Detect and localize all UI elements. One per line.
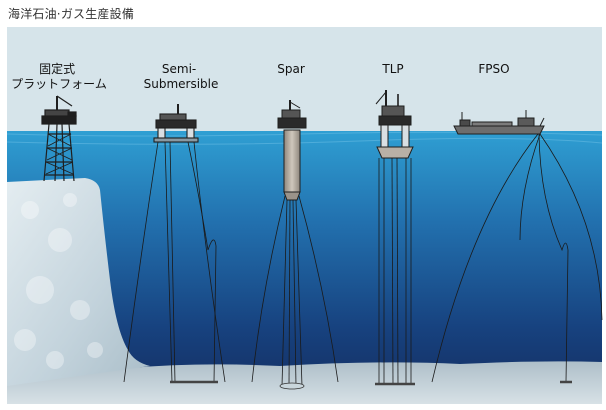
seabed [7,361,602,404]
continental-shelf-cliff [7,178,150,386]
cliff-texture [14,193,103,369]
label-fixed-platform: 固定式 プラットフォーム [11,61,107,91]
tlp [375,90,414,159]
label-semi-submersible: Semi- Submersible [144,62,219,91]
label-tlp: TLP [381,62,403,76]
label-spar: Spar [277,62,305,76]
semi-mooring-lines [123,141,226,384]
fpso-mooring-lines [431,133,603,384]
semi-submersible [153,104,199,143]
page-title: 海洋石油·ガス生産設備 [8,7,135,21]
spar [277,100,307,201]
fixed-platform [41,95,77,182]
fpso-vessel [453,110,545,135]
sky [7,27,602,131]
label-fpso: FPSO [478,62,509,76]
tlp-tendons [375,157,415,386]
spar-mooring-lines [251,195,339,390]
